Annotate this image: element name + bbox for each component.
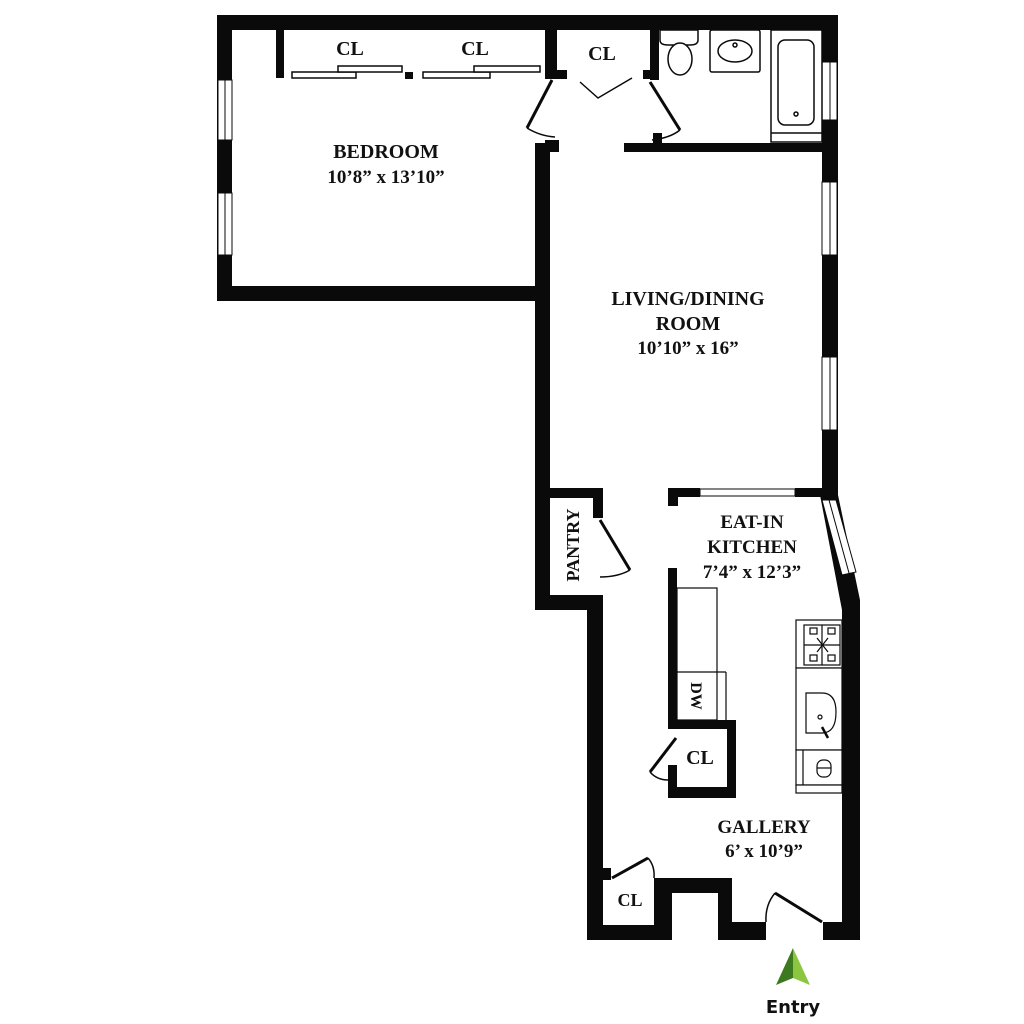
sink-icon: [709, 29, 761, 73]
room-name-living-2: ROOM: [656, 313, 721, 335]
stove-icon: [795, 619, 843, 669]
room-name-gallery: GALLERY: [717, 817, 811, 838]
counter: [676, 587, 727, 721]
entry-label: Entry: [766, 997, 821, 1018]
closet-label: CL: [686, 747, 714, 769]
dishwasher-label: DW: [687, 682, 704, 710]
room-dims-kitchen: 7’4” x 12’3”: [703, 562, 801, 583]
windows: [217, 61, 857, 576]
room-name-bedroom: BEDROOM: [333, 141, 439, 163]
dishwasher-small-icon: [795, 749, 843, 794]
closet-label: CL: [588, 43, 616, 65]
room-dims-living: 10’10” x 16”: [637, 338, 738, 359]
entry-arrow-icon: [776, 948, 810, 985]
toilet-icon: [659, 29, 699, 76]
bathtub-icon: [770, 29, 823, 143]
walls: [217, 15, 860, 940]
closet-label: CL: [336, 38, 364, 60]
room-name-kitchen: EAT-IN: [720, 512, 784, 533]
door-swings: [525, 77, 823, 924]
room-name-kitchen-2: KITCHEN: [707, 537, 797, 558]
closet-label: CL: [461, 38, 489, 60]
sliding-doors: [291, 65, 541, 79]
labels: CL CL CL BEDROOM 10’8” x 13’10” LIVING/D…: [327, 38, 811, 910]
room-dims-gallery: 6’ x 10’9”: [725, 841, 803, 862]
kitchen-fixtures: [676, 587, 843, 794]
pantry-label: PANTRY: [563, 508, 583, 581]
bathroom-fixtures: [659, 29, 823, 143]
room-name-living: LIVING/DINING: [611, 288, 765, 310]
entry-marker: Entry: [766, 948, 821, 1018]
closet-label: CL: [617, 890, 642, 910]
kitchen-sink-icon: [795, 667, 843, 751]
room-dims-bedroom: 10’8” x 13’10”: [327, 167, 444, 188]
